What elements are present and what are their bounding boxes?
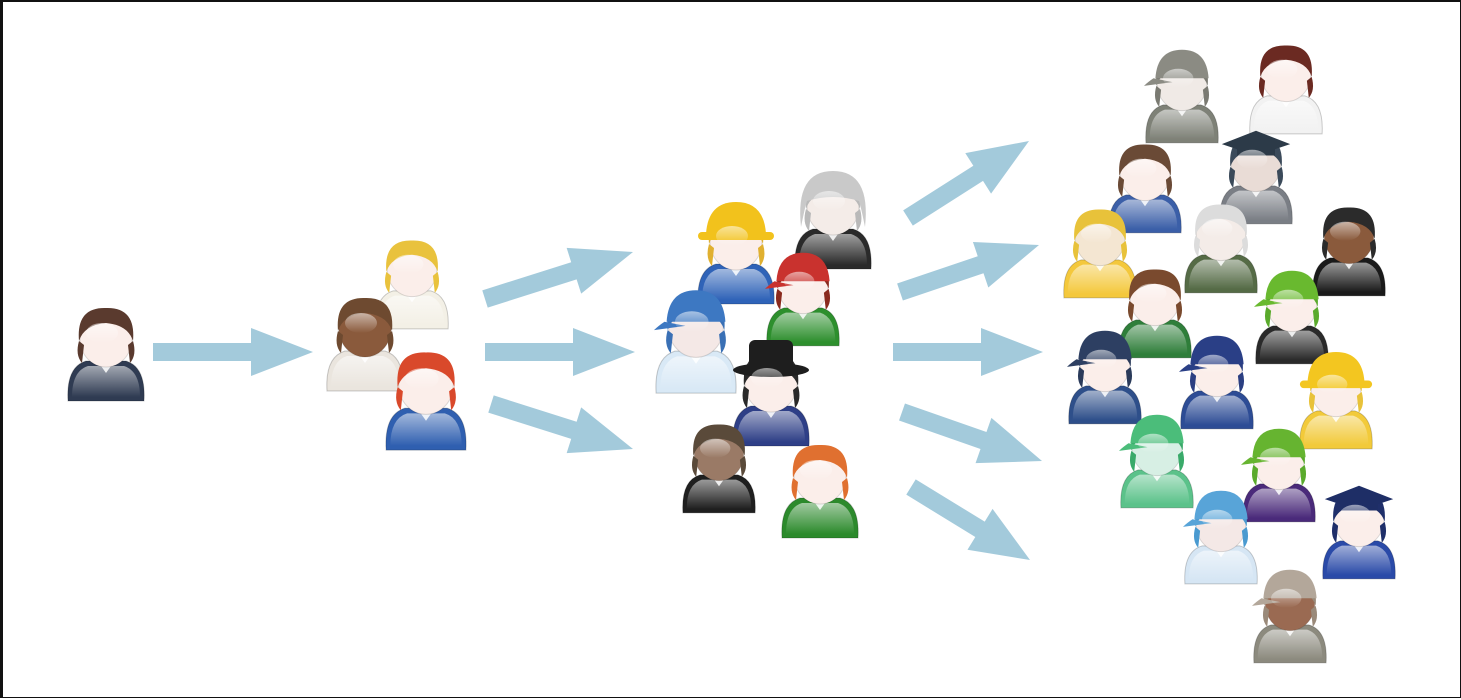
- arrow-icon: [153, 328, 313, 376]
- arrow-icon: [893, 328, 1043, 376]
- person-icon: [654, 290, 736, 393]
- person-icon: [68, 308, 144, 401]
- arrow-icon: [895, 121, 1042, 238]
- arrow-icon: [478, 229, 641, 322]
- arrow-icon: [894, 389, 1050, 483]
- spread-diagram: [3, 2, 1461, 700]
- person-icon: [1313, 208, 1386, 296]
- person-icon: [1144, 50, 1218, 143]
- person-icon: [733, 340, 809, 446]
- arrow-icon: [898, 467, 1042, 581]
- arrow-icon: [892, 222, 1046, 314]
- arrow-icon: [485, 328, 635, 376]
- arrow-icon: [484, 381, 641, 472]
- person-icon: [698, 202, 774, 304]
- person-icon: [1250, 46, 1323, 134]
- arrows-layer: [153, 121, 1050, 581]
- person-icon: [782, 445, 858, 538]
- person-icon: [1252, 570, 1326, 663]
- person-icon: [1300, 352, 1373, 449]
- person-icon: [1323, 486, 1396, 579]
